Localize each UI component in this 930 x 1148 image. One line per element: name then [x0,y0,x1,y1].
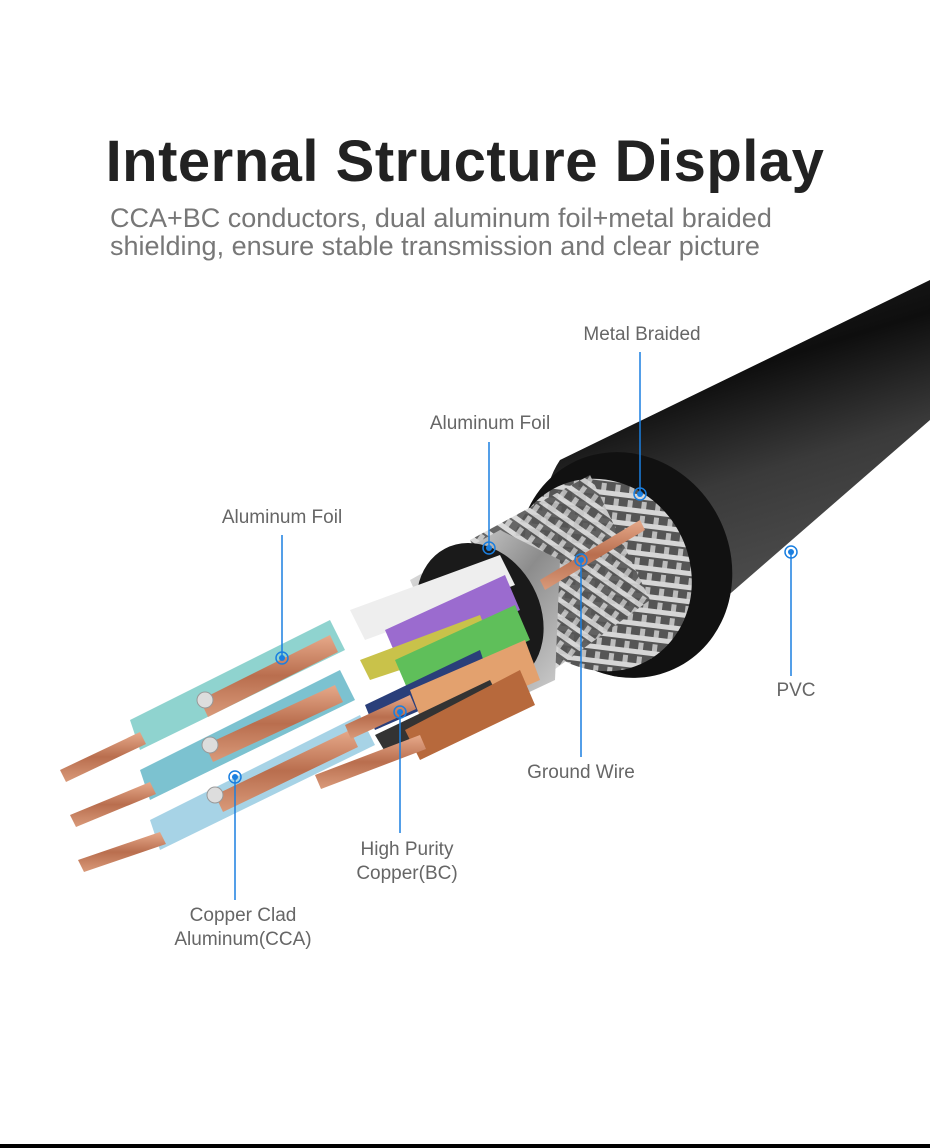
cca-conductors [60,620,375,872]
label-bc-line-2: Copper(BC) [356,863,458,884]
subtitle-line-1: CCA+BC conductors, dual aluminum foil+me… [110,203,772,233]
marker-bc [393,705,407,719]
bottom-border [0,1144,930,1148]
label-high-purity-copper: High Purity Copper(BC) [327,838,487,886]
label-cca-line-1: Copper Clad [189,905,297,926]
label-copper-clad-aluminum: Copper Clad Aluminum(CCA) [153,904,333,952]
label-aluminum-foil-outer: Aluminum Foil [429,413,551,434]
page-title: Internal Structure Display [105,129,825,194]
marker-pvc [784,545,798,559]
callout-lines [234,352,792,900]
label-bc-line-1: High Purity [360,839,454,860]
label-metal-braided: Metal Braided [583,324,701,345]
subtitle-line-2: shielding, ensure stable transmission an… [110,231,760,261]
ground-wire [540,520,645,590]
page-subtitle: CCA+BC conductors, dual aluminum foil+me… [110,204,830,260]
label-pvc: PVC [776,680,816,701]
marker-cca [228,770,242,784]
inner-cores [350,555,540,760]
marker-metal-braided [633,487,647,501]
marker-aluminum-foil-inner [275,651,289,665]
marker-aluminum-foil-outer [482,541,496,555]
label-aluminum-foil-inner: Aluminum Foil [221,507,343,528]
marker-ground-wire [574,553,588,567]
callout-markers [228,487,798,784]
label-cca-line-2: Aluminum(CCA) [174,929,312,950]
label-ground-wire: Ground Wire [527,762,635,783]
